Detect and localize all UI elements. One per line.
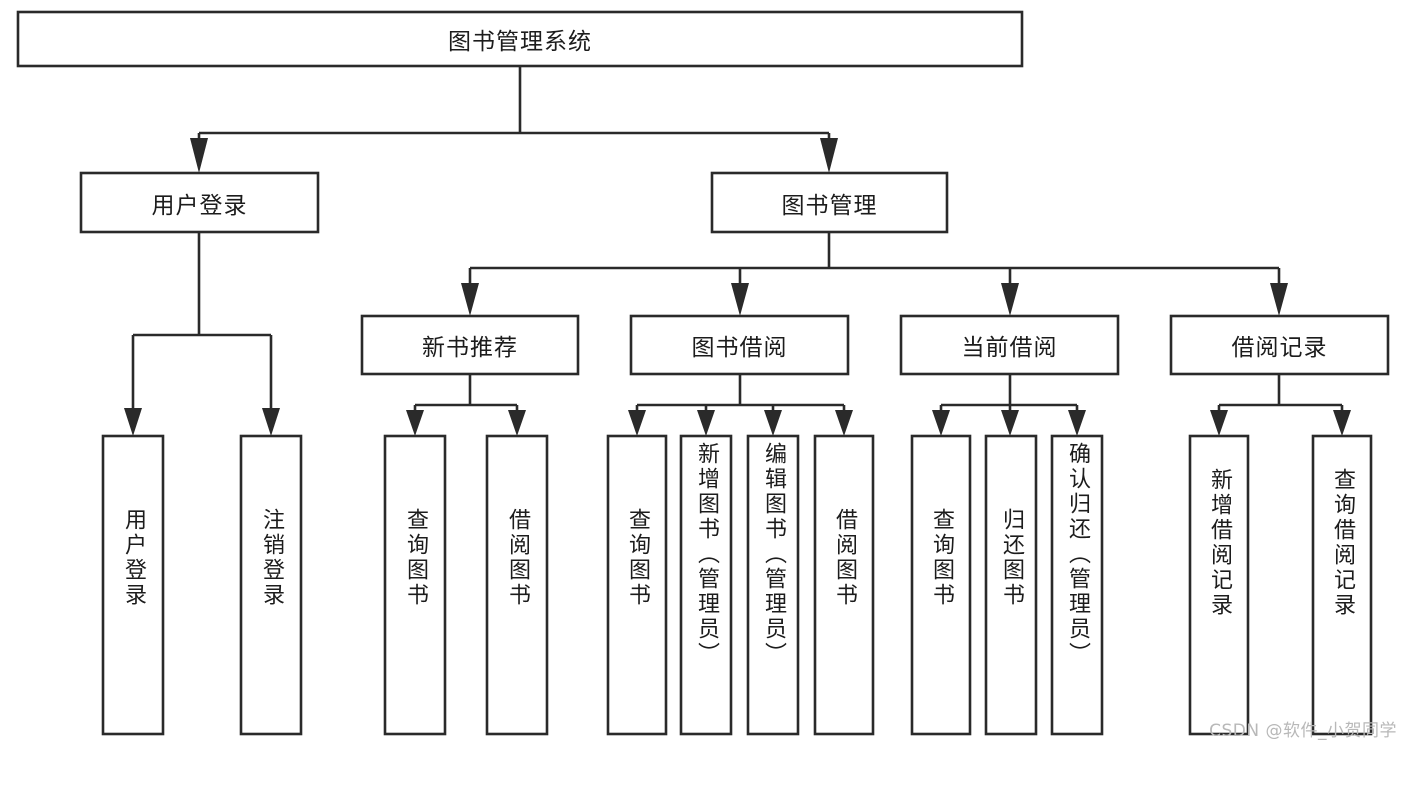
arrow-to-leaf-query-book-cur [932, 410, 950, 436]
node-new-book-recommend[interactable] [360, 314, 580, 376]
node-leaf-query-book-cur-rect[interactable] [910, 434, 972, 736]
node-leaf-logout-rect[interactable] [239, 434, 303, 736]
arrow-to-borrow-record [1270, 283, 1288, 316]
arrow-to-leaf-add-record [1210, 410, 1228, 436]
node-leaf-user-login-rect[interactable] [101, 434, 165, 736]
node-root-rect[interactable] [16, 10, 1024, 68]
node-leaf-confirm-return-rect[interactable] [1050, 434, 1104, 736]
node-leaf-query-book-rec-rect[interactable] [383, 434, 447, 736]
arrow-to-user-login [190, 138, 208, 173]
connector-root-to-level2 [190, 66, 838, 173]
node-leaf-add-record-rect[interactable] [1188, 434, 1250, 736]
node-borrow-record-rect[interactable] [1169, 314, 1390, 376]
arrow-to-leaf-query-book-bor [628, 410, 646, 436]
node-leaf-borrow-book-bor-rect[interactable] [813, 434, 875, 736]
connector-book-manage-to-level3 [461, 232, 1288, 316]
node-leaf-add-book-rect[interactable] [679, 434, 733, 736]
connector-borrow-record-to-leaves [1210, 374, 1351, 436]
node-book-borrow-rect[interactable] [629, 314, 850, 376]
arrow-to-leaf-user-login [124, 408, 142, 436]
connector-current-borrow-to-leaves [932, 374, 1086, 436]
arrow-to-leaf-return-book [1001, 410, 1019, 436]
node-book-manage[interactable] [710, 171, 949, 234]
arrow-to-leaf-query-record [1333, 410, 1351, 436]
node-new-book-recommend-rect[interactable] [360, 314, 580, 376]
connector-user-login-to-leaves [124, 232, 280, 436]
arrow-to-leaf-logout [262, 408, 280, 436]
node-leaf-query-book-bor-rect[interactable] [606, 434, 668, 736]
arrow-to-leaf-query-book-rec [406, 410, 424, 436]
arrow-to-leaf-add-book [697, 410, 715, 436]
node-leaf-borrow-book-rec-rect[interactable] [485, 434, 549, 736]
connector-new-book-recommend-to-leaves [406, 374, 526, 436]
node-user-login-rect[interactable] [79, 171, 320, 234]
node-borrow-record[interactable] [1169, 314, 1390, 376]
node-root[interactable] [16, 10, 1024, 68]
node-current-borrow[interactable] [899, 314, 1120, 376]
node-leaf-query-record-rect[interactable] [1311, 434, 1373, 736]
flowchart-diagram: 图书管理系统 用户登录 图书管理 新书推荐 图书借阅 当前借阅 借阅记录 用户登… [16, 10, 1397, 741]
arrow-to-new-book-recommend [461, 283, 479, 316]
arrow-to-book-borrow [731, 283, 749, 316]
node-book-manage-rect[interactable] [710, 171, 949, 234]
node-leaf-edit-book-rect[interactable] [746, 434, 800, 736]
arrow-to-leaf-borrow-book-bor [835, 410, 853, 436]
connector-book-borrow-to-leaves [628, 374, 853, 436]
node-book-borrow[interactable] [629, 314, 850, 376]
node-user-login[interactable] [79, 171, 320, 234]
node-current-borrow-rect[interactable] [899, 314, 1120, 376]
arrow-to-leaf-borrow-book-rec [508, 410, 526, 436]
node-leaf-return-book-rect[interactable] [984, 434, 1038, 736]
arrow-to-leaf-confirm-return [1068, 410, 1086, 436]
arrow-to-leaf-edit-book [764, 410, 782, 436]
arrow-to-current-borrow [1001, 283, 1019, 316]
flowchart-canvas [16, 10, 1390, 736]
arrow-to-book-manage [820, 138, 838, 173]
